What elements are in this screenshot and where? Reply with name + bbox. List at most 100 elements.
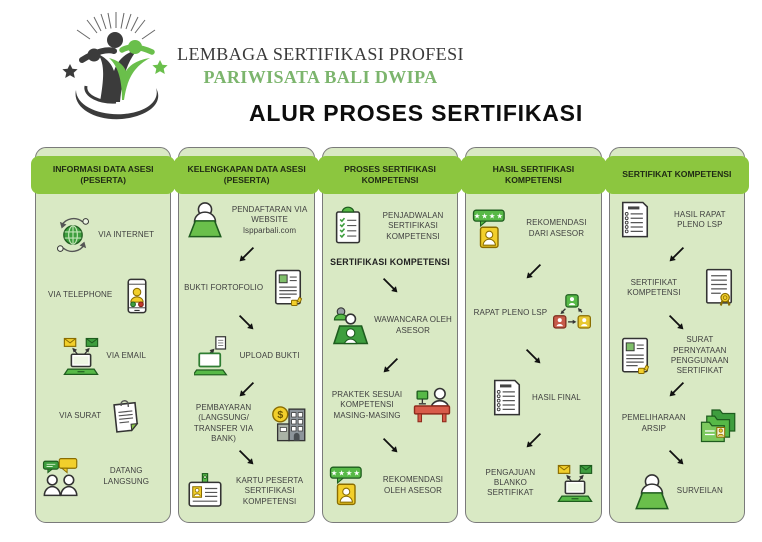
flow-arrow-down-left-icon [613, 380, 741, 399]
pleno-meeting-icon [551, 293, 593, 335]
recommendation-badge-icon [470, 208, 512, 250]
step-via-surat: VIA SURAT [39, 395, 167, 437]
step-label: RAPAT PLENO LSP [473, 308, 548, 318]
step-bukti-fortofolio: BUKTI FORTOFOLIO [182, 267, 310, 309]
column-header-label: INFORMASI DATA ASESI (PESERTA) [52, 163, 154, 185]
step-via-telephone: VIA TELEPHONE [39, 275, 167, 317]
step-label: PEMBAYARAN (LANGSUNG/ TRANSFER VIA BANK) [193, 402, 254, 444]
flow-arrow-down-right-icon [326, 436, 454, 455]
step-pengajuan-blanko: PENGAJUAN BLANKO SERTIFIKAT [469, 462, 597, 504]
column-header: SERTIFIKAT KOMPETENSI [604, 156, 750, 194]
flow-arrow-down-right-icon [613, 448, 741, 467]
recommendation-badge-icon [327, 465, 369, 507]
step-label: VIA EMAIL [106, 350, 146, 360]
bank-payment-icon [268, 403, 310, 445]
laptop-email-icon [554, 462, 596, 504]
flow-arrow-down-left-icon [613, 245, 741, 264]
column-header-label: PROSES SERTIFIKASI KOMPETENSI [344, 163, 436, 185]
certificate-icon [698, 267, 740, 309]
step-hasil-final: HASIL FINAL [469, 377, 597, 419]
column-header-label: SERTIFIKAT KOMPETENSI [622, 169, 732, 180]
steps-list: REKOMENDASI DARI ASESOR RAPAT PLENO LSP … [466, 196, 600, 522]
step-label: DATANG LANGSUNG [103, 466, 150, 486]
org-title-block: LEMBAGA SERTIFIKASI PROFESI PARIWISATA B… [168, 44, 473, 88]
visitors-chat-icon [40, 456, 82, 498]
column-sertifikat-kompetensi: SERTIFIKAT KOMPETENSI HASIL RAPAT PLENO … [604, 147, 750, 523]
page-title: ALUR PROSES SERTIFIKASI [248, 100, 584, 126]
org-title-line1: LEMBAGA SERTIFIKASI PROFESI [177, 44, 464, 64]
flow-arrow-down-left-icon [182, 380, 310, 399]
letter-icon [105, 395, 147, 437]
steps-list: HASIL RAPAT PLENO LSP SERTIFIKAT KOMPETE… [610, 196, 744, 522]
flow-arrow-down-right-icon [613, 313, 741, 332]
list-document-icon [486, 377, 528, 419]
step-pembayaran: PEMBAYARAN (LANGSUNG/ TRANSFER VIA BANK) [182, 403, 310, 445]
column-header: INFORMASI DATA ASESI (PESERTA) [31, 156, 176, 194]
column-kelengkapan-data-asesi: KELENGKAPAN DATA ASESI (PESERTA) PENDAFT… [174, 147, 319, 523]
step-penjadwalan: PENJADWALAN SERTIFIKASI KOMPETENSI [326, 205, 454, 247]
practice-desk-icon [411, 385, 453, 427]
person-desk-icon [184, 199, 226, 241]
step-label: PENDAFTARAN VIA WEBSITE lspparbali.com [231, 204, 308, 235]
step-label: HASIL FINAL [532, 393, 581, 403]
step-datang-langsung: DATANG LANGSUNG [39, 456, 167, 498]
step-hasil-rapat-pleno: HASIL RAPAT PLENO LSP [613, 199, 741, 241]
step-label: PENJADWALAN SERTIFIKASI KOMPETENSI [382, 210, 444, 241]
step-via-internet: VIA INTERNET [39, 214, 167, 256]
id-card-icon [184, 471, 226, 513]
document-photo-thumb-icon [614, 335, 656, 377]
flow-arrow-down-left-icon [469, 431, 597, 450]
step-praktek: PRAKTEK SESUAI KOMPETENSI MASING-MASING [326, 385, 454, 427]
step-label: REKOMENDASI OLEH ASESOR [382, 475, 444, 495]
step-label: WAWANCARA OLEH ASESOR [374, 315, 452, 335]
document-photo-thumb-icon [267, 267, 309, 309]
flow-arrow-down-left-icon [182, 245, 310, 264]
laptop-email-icon [60, 335, 102, 377]
step-pemeliharaan-arsip: PEMELIHARAAN ARSIP [613, 403, 741, 445]
step-label: VIA INTERNET [98, 230, 155, 240]
step-label: SURVEILAN [676, 486, 723, 496]
step-via-email: VIA EMAIL [39, 335, 167, 377]
person-desk-icon [631, 471, 673, 513]
globe-sync-icon [52, 214, 94, 256]
step-surat-pernyataan: SURAT PERNYATAAN PENGGUNAAN SERTIFIKAT [613, 335, 741, 377]
flow-arrow-down-right-icon [326, 276, 454, 295]
lsp-logo [62, 12, 168, 120]
step-label: PRAKTEK SESUAI KOMPETENSI MASING-MASING [331, 390, 403, 420]
column-header-label: KELENGKAPAN DATA ASESI (PESERTA) [187, 163, 306, 185]
step-rapat-pleno: RAPAT PLENO LSP [469, 293, 597, 335]
step-kartu-peserta: KARTU PESERTA SERTIFIKASI KOMPETENSI [182, 471, 310, 513]
flow-arrow-down-right-icon [182, 313, 310, 332]
steps-list: PENJADWALAN SERTIFIKASI KOMPETENSI SERTI… [323, 196, 457, 522]
step-label: REKOMENDASI DARI ASESOR [526, 218, 587, 238]
step-sertifikat-kompetensi: SERTIFIKAT KOMPETENSI [613, 267, 741, 309]
step-rekomendasi-oleh-asesor: REKOMENDASI OLEH ASESOR [326, 465, 454, 507]
folders-archive-icon [698, 403, 740, 445]
list-document-icon [614, 199, 656, 241]
column-header: HASIL SERTIFIKASI KOMPETENSI [461, 156, 606, 194]
flow-arrow-down-right-icon [182, 448, 310, 467]
column-proses-sertifikasi: PROSES SERTIFIKASI KOMPETENSI PENJADWALA… [317, 147, 463, 523]
step-label: BUKTI FORTOFOLIO [184, 282, 264, 292]
step-label: VIA SURAT [59, 411, 102, 421]
step-label: VIA TELEPHONE [48, 290, 113, 300]
column-hasil-sertifikasi: HASIL SERTIFIKASI KOMPETENSI REKOMENDASI… [461, 147, 606, 523]
steps-list: PENDAFTARAN VIA WEBSITE lspparbali.com B… [179, 196, 313, 522]
step-upload-bukti: UPLOAD BUKTI [182, 335, 310, 377]
steps-list: VIA INTERNET VIA TELEPHONE VIA EMAIL VIA… [36, 196, 170, 522]
step-rekomendasi-dari-asesor: REKOMENDASI DARI ASESOR [469, 208, 597, 250]
flow-arrow-down-left-icon [469, 262, 597, 281]
step-label: UPLOAD BUKTI [239, 350, 300, 360]
flow-arrow-down-left-icon [326, 356, 454, 375]
column-header: KELENGKAPAN DATA ASESI (PESERTA) [174, 156, 319, 194]
column-header-label: HASIL SERTIFIKASI KOMPETENSI [492, 163, 575, 185]
step-label: PENGAJUAN BLANKO SERTIFIKAT [485, 467, 536, 498]
step-surveilan: SURVEILAN [613, 471, 741, 513]
page-header: LEMBAGA SERTIFIKASI PROFESI PARIWISATA B… [0, 0, 762, 145]
step-label: SURAT PERNYATAAN PENGGUNAAN SERTIFIKAT [670, 335, 729, 376]
clipboard-checklist-icon [327, 205, 369, 247]
step-wawancara: WAWANCARA OLEH ASESOR [326, 305, 454, 347]
step-pendaftaran-website: PENDAFTARAN VIA WEBSITE lspparbali.com [182, 199, 310, 241]
flow-columns: INFORMASI DATA ASESI (PESERTA) VIA INTER… [31, 147, 750, 523]
org-title-line2: PARIWISATA BALI DWIPA [203, 67, 438, 87]
